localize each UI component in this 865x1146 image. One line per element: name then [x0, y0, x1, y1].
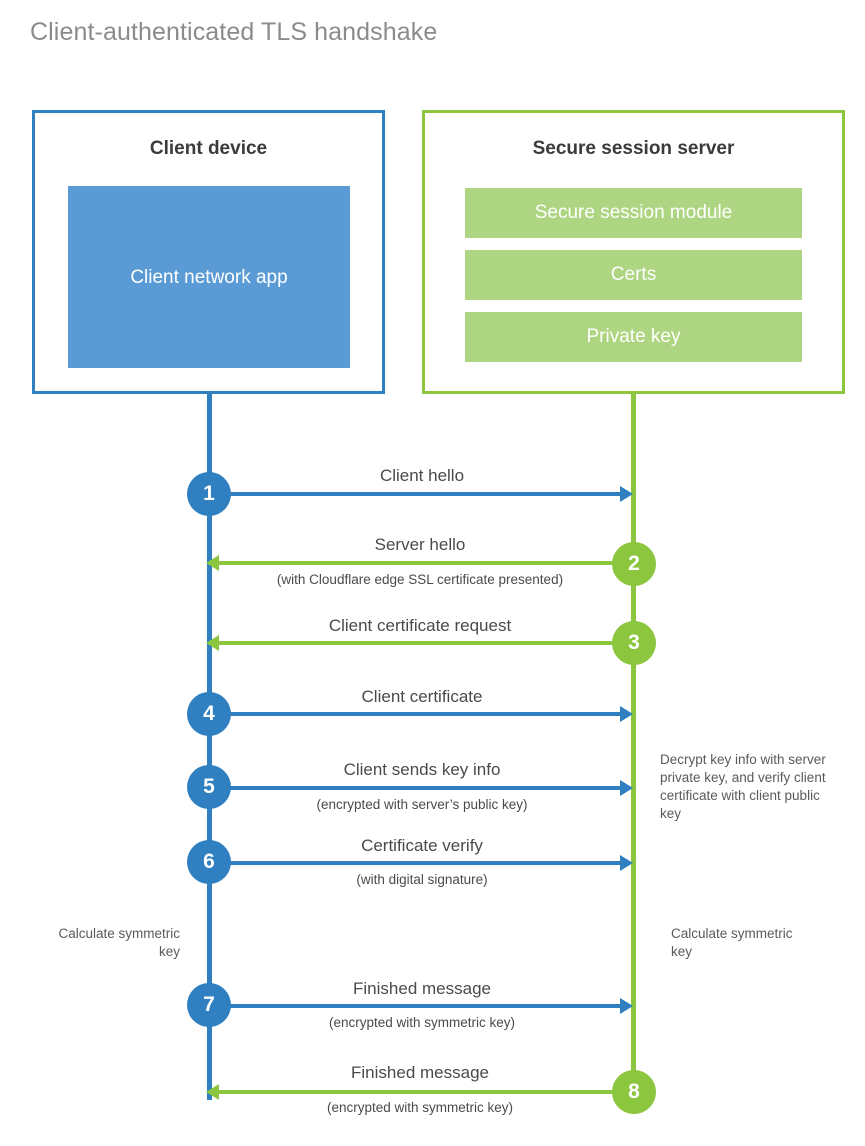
- page-title: Client-authenticated TLS handshake: [30, 18, 438, 46]
- step-6-arrow-line: [209, 861, 622, 865]
- step-7-arrow-line: [209, 1004, 622, 1008]
- step-5-label: Client sends key info: [343, 760, 501, 779]
- step-3-circle: 3: [612, 621, 656, 665]
- step-6-arrow-head-icon: [620, 855, 633, 871]
- step-7-sublabel: (encrypted with symmetric key): [328, 1015, 516, 1030]
- step-4-arrow-head-icon: [620, 706, 633, 722]
- client-lifeline: [207, 394, 212, 1100]
- step-2-circle: 2: [612, 542, 656, 586]
- server-decrypt-note: Decrypt key info with server private key…: [660, 752, 826, 821]
- step-5-circle: 5: [187, 765, 231, 809]
- step-7-arrow-head-icon: [620, 998, 633, 1014]
- server-calculate-symmetric-key-note: Calculate symmetric key: [671, 926, 793, 959]
- step-2-label: Server hello: [374, 535, 466, 554]
- step-8-sublabel: (encrypted with symmetric key): [326, 1100, 514, 1115]
- step-8-circle: 8: [612, 1070, 656, 1114]
- step-2-sublabel: (with Cloudflare edge SSL certificate pr…: [276, 572, 564, 587]
- step-5-arrow-line: [209, 786, 622, 790]
- step-4-label: Client certificate: [361, 687, 483, 706]
- step-6-circle: 6: [187, 840, 231, 884]
- secure-session-server-title: Secure session server: [532, 138, 735, 159]
- step-1-arrow-line: [209, 492, 622, 496]
- step-2-arrow-head-icon: [206, 555, 219, 571]
- client-network-app-block: Client network app: [68, 186, 350, 368]
- step-6-sublabel: (with digital signature): [356, 872, 488, 887]
- client-device-box: Client device Client network app: [32, 110, 385, 394]
- secure-session-server-box: Secure session server Secure session mod…: [422, 110, 845, 394]
- server-bar-secure-session-module: Secure session module: [465, 188, 802, 238]
- step-5-arrow-head-icon: [620, 780, 633, 796]
- step-3-arrow-head-icon: [206, 635, 219, 651]
- client-device-title: Client device: [149, 138, 268, 159]
- step-6-label: Certificate verify: [361, 836, 483, 855]
- step-8-arrow-line: [216, 1090, 632, 1094]
- step-8-arrow-head-icon: [206, 1084, 219, 1100]
- client-network-app-label: Client network app: [130, 266, 288, 288]
- step-1-circle: 1: [187, 472, 231, 516]
- step-1-arrow-head-icon: [620, 486, 633, 502]
- step-7-circle: 7: [187, 983, 231, 1027]
- step-8-label: Finished message: [351, 1063, 489, 1082]
- server-bar-certs: Certs: [465, 250, 802, 300]
- step-3-label: Client certificate request: [328, 616, 512, 635]
- step-5-sublabel: (encrypted with server’s public key): [316, 797, 528, 812]
- step-4-circle: 4: [187, 692, 231, 736]
- client-calculate-symmetric-key-note: Calculate symmetric key: [58, 926, 180, 959]
- step-7-label: Finished message: [353, 979, 491, 998]
- step-3-arrow-line: [216, 641, 632, 645]
- step-2-arrow-line: [216, 561, 632, 565]
- step-4-arrow-line: [209, 712, 622, 716]
- server-lifeline: [631, 394, 636, 1095]
- step-1-label: Client hello: [379, 466, 465, 485]
- server-bar-private-key: Private key: [465, 312, 802, 362]
